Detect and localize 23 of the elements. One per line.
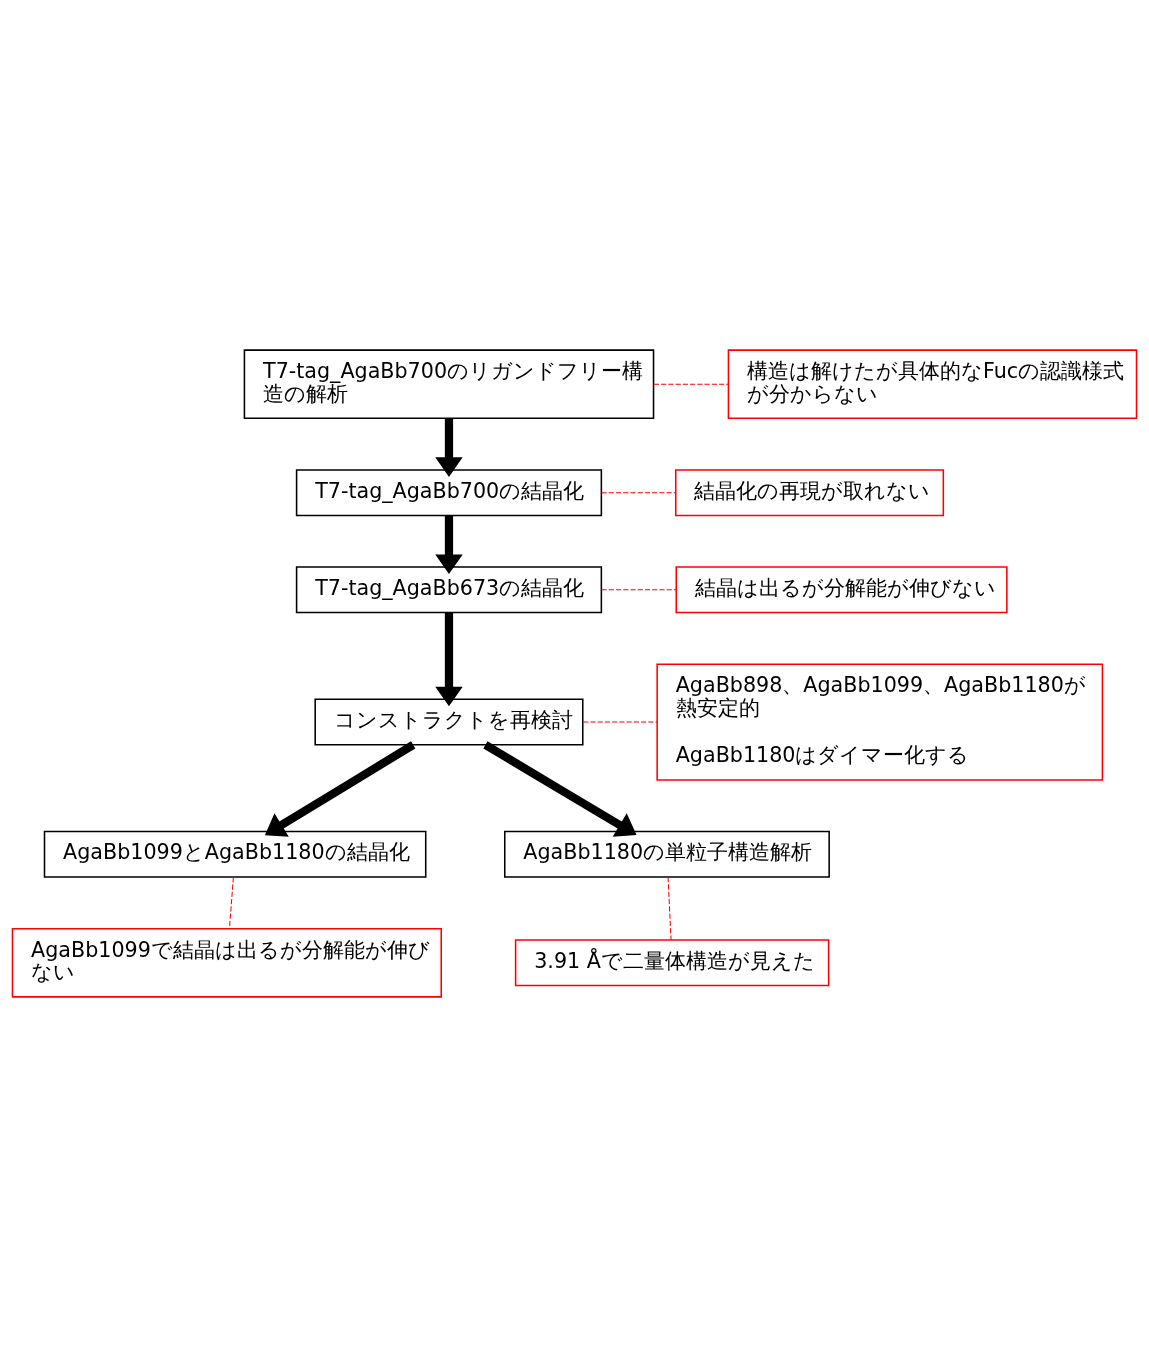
arrow [483, 741, 637, 837]
node-box: AgaBb1099で結晶は出るが分解能が伸びない [11, 927, 442, 998]
connector [228, 876, 234, 929]
node-box: AgaBb898、AgaBb1099、AgaBb1180が熱安定的 AgaBb1180はダイマー化する [656, 663, 1104, 781]
node-box: 3.91 Åで二量体構造が見えた [514, 939, 830, 987]
node-box: 結晶化の再現が取れない [674, 469, 945, 517]
node-box: T7-tag_AgaBb700の結晶化 [295, 469, 603, 517]
node-box: 結晶は出るが分解能が伸びない [675, 566, 1008, 614]
connector [653, 383, 729, 385]
arrow [435, 612, 463, 707]
connector [600, 492, 676, 494]
connector [601, 589, 677, 591]
node-box: T7-tag_AgaBb673の結晶化 [295, 566, 603, 614]
node-box: 構造は解けたが具体的なFucの認識様式が分からない [727, 349, 1138, 420]
connector [582, 721, 658, 723]
node-box: コンストラクトを再検討 [314, 698, 584, 746]
node-box: AgaBb1099とAgaBb1180の結晶化 [43, 830, 427, 878]
arrow [435, 515, 463, 575]
node-box: T7-tag_AgaBb700のリガンドフリー構造の解析 [243, 349, 655, 420]
arrow [435, 418, 463, 477]
node-box: AgaBb1180の単粒子構造解析 [504, 830, 830, 878]
connector [667, 876, 672, 941]
arrow [264, 741, 416, 837]
